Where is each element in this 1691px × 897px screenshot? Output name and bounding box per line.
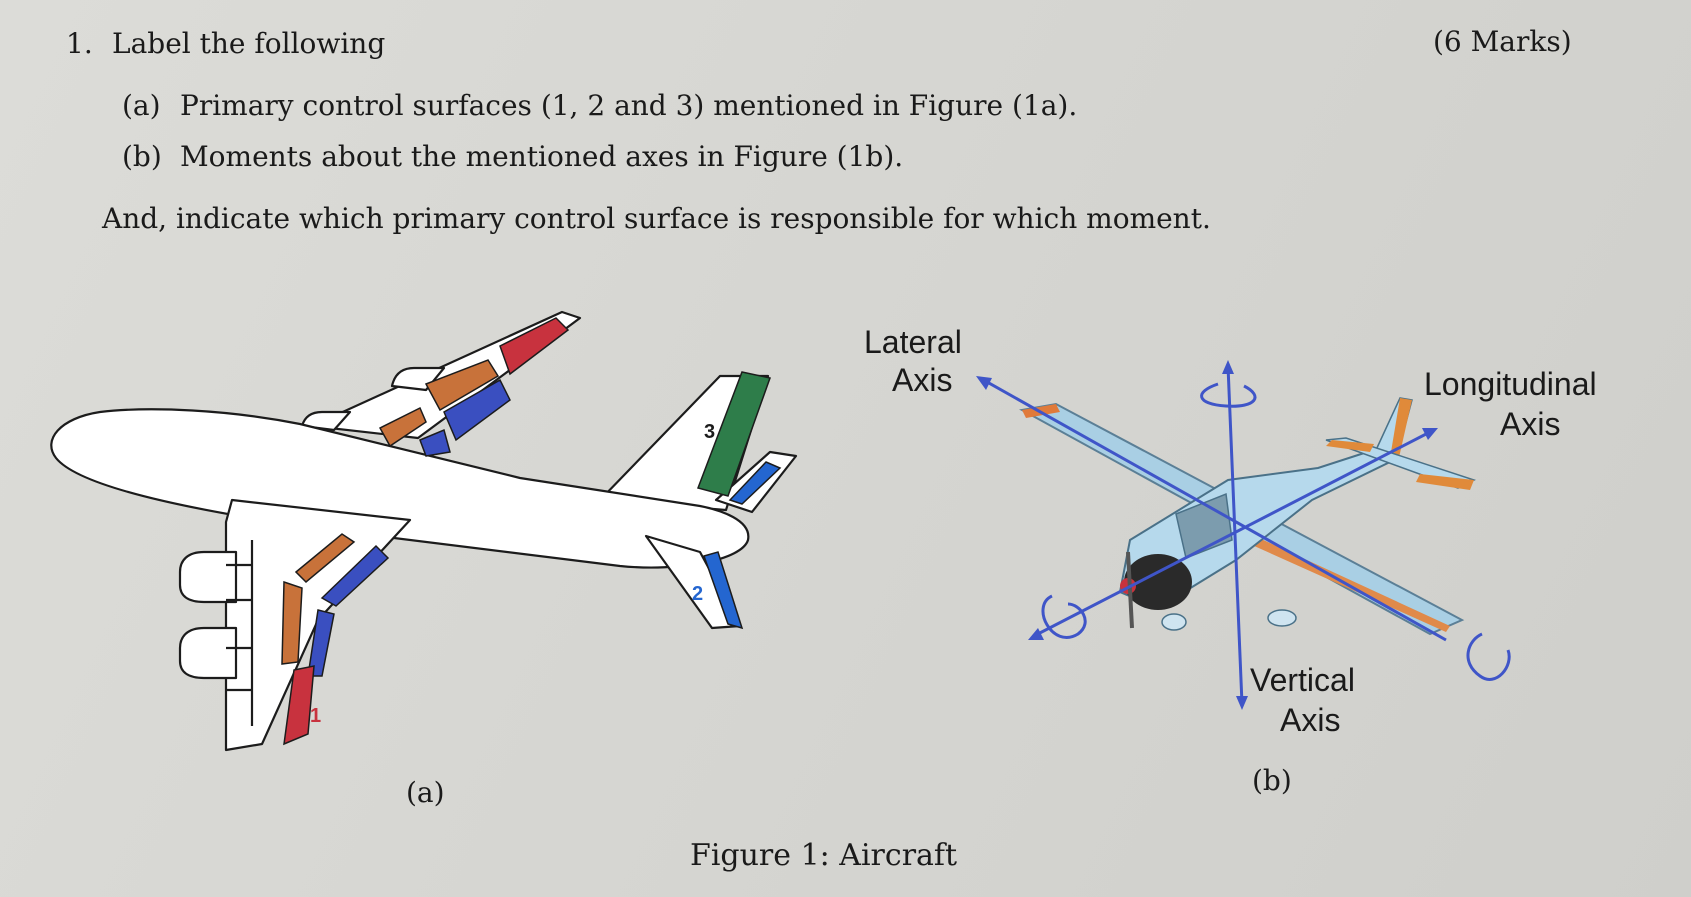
propeller bbox=[1126, 551, 1134, 629]
rudder-b bbox=[1390, 398, 1412, 462]
far-engine-1 bbox=[390, 366, 446, 392]
caption-b: (b) bbox=[1252, 764, 1292, 797]
far-spoiler-2 bbox=[419, 428, 451, 457]
near-flap-2 bbox=[281, 580, 303, 665]
control-surfaces bbox=[281, 317, 782, 746]
surface-label-1: 1 bbox=[310, 705, 321, 727]
vertical-axis-line bbox=[1226, 365, 1244, 705]
far-flap-2 bbox=[378, 406, 427, 448]
longitudinal-arrow-tail bbox=[1028, 628, 1044, 640]
far-flap-1 bbox=[424, 359, 500, 412]
vertical-axis-label-2: Axis bbox=[1280, 702, 1341, 738]
item-a-label: (a) bbox=[122, 89, 161, 122]
engine-cowling bbox=[1124, 554, 1192, 610]
vertical-rotation-arrow bbox=[1200, 382, 1257, 408]
figure-caption: Figure 1: Aircraft bbox=[690, 838, 958, 873]
question-number: 1. bbox=[66, 27, 93, 60]
small-plane-drawing bbox=[1019, 397, 1476, 636]
marks-label: (6 Marks) bbox=[1433, 25, 1572, 58]
lateral-rotation-arrow bbox=[1466, 632, 1511, 681]
lateral-axis-label-1: Lateral bbox=[864, 324, 962, 360]
vertical-axis-label-1: Vertical bbox=[1250, 662, 1355, 698]
near-spoiler-2 bbox=[307, 609, 335, 677]
surface-label-3: 3 bbox=[704, 421, 715, 443]
lateral-axis-line bbox=[979, 376, 1447, 642]
axes bbox=[976, 360, 1511, 710]
far-elevator bbox=[728, 461, 782, 505]
near-spoiler-1 bbox=[320, 544, 390, 607]
longitudinal-rotation-arrow bbox=[1041, 594, 1087, 639]
airliner-drawing bbox=[50, 310, 798, 752]
instruction-text: And, indicate which primary control surf… bbox=[102, 202, 1211, 235]
surface-label-2: 2 bbox=[692, 583, 703, 605]
item-a-text: Primary control surfaces (1, 2 and 3) me… bbox=[180, 89, 1078, 122]
vertical-arrow-down bbox=[1236, 696, 1248, 710]
far-spoiler-1 bbox=[443, 378, 511, 442]
item-b-text: Moments about the mentioned axes in Figu… bbox=[180, 140, 904, 173]
longitudinal-arrow-tip bbox=[1422, 428, 1438, 440]
far-engine-2 bbox=[300, 410, 352, 432]
near-engine-1 bbox=[178, 550, 238, 604]
longitudinal-axis-line bbox=[1033, 430, 1431, 638]
lateral-arrow-head bbox=[976, 376, 992, 390]
near-engine-2 bbox=[178, 626, 238, 680]
wheel-left bbox=[1161, 613, 1187, 631]
caption-a: (a) bbox=[406, 776, 445, 809]
far-aileron bbox=[499, 317, 570, 376]
item-b-label: (b) bbox=[122, 140, 162, 173]
tail-elevator bbox=[1326, 440, 1374, 452]
near-elevator bbox=[703, 551, 744, 630]
tail-elevator-2 bbox=[1416, 474, 1474, 490]
near-flap-1 bbox=[294, 533, 356, 584]
vertical-arrow-up bbox=[1222, 360, 1234, 374]
near-aileron bbox=[283, 665, 315, 746]
longitudinal-axis-label-1: Longitudinal bbox=[1424, 366, 1597, 402]
question-title: Label the following bbox=[112, 27, 386, 60]
wheel-right bbox=[1267, 609, 1297, 627]
longitudinal-axis-label-2: Axis bbox=[1500, 406, 1561, 442]
lateral-axis-label-2: Axis bbox=[892, 362, 953, 398]
rudder bbox=[697, 371, 771, 497]
